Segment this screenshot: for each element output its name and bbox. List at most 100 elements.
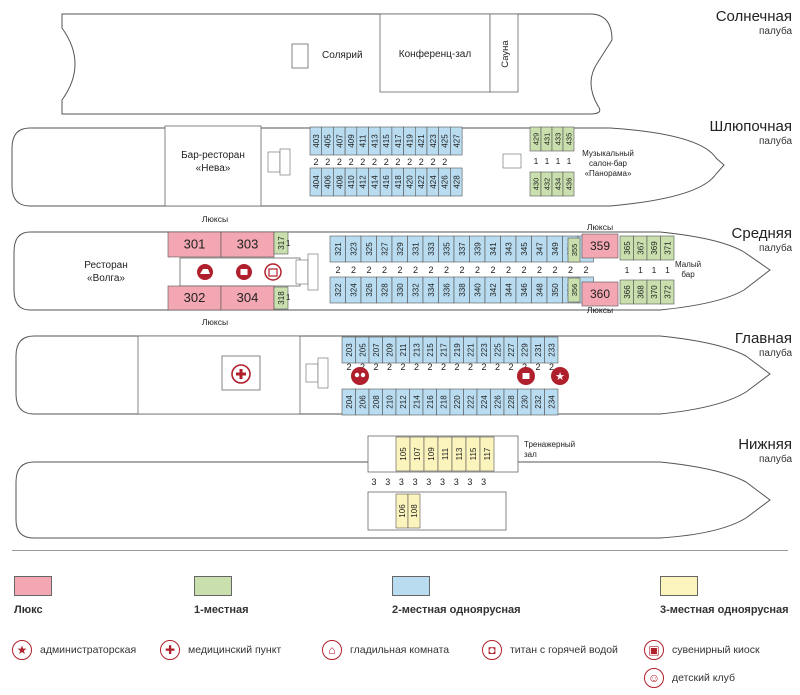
- berth-count: 1: [286, 293, 291, 302]
- cabin-number: 410: [347, 175, 356, 189]
- cabin-number: 432: [543, 178, 552, 191]
- cabin-number: 343: [504, 242, 513, 256]
- cabin-303[interactable]: [220, 231, 275, 258]
- berth-count: 3: [481, 477, 486, 487]
- cabin-234[interactable]: [544, 388, 559, 416]
- cabin-108[interactable]: [407, 493, 421, 529]
- cabin-number: 206: [358, 395, 367, 409]
- cabin-435[interactable]: [562, 126, 575, 152]
- cabin-number: 317: [277, 236, 286, 250]
- legend-two-label: 2-местная одноярусная: [392, 604, 521, 616]
- berth-count: 2: [397, 265, 402, 275]
- cabin-number: 225: [493, 343, 502, 357]
- deck-name-boat: Шлюпочная палуба: [709, 118, 792, 147]
- gym-line1: Тренажерный: [524, 440, 575, 449]
- lux-label-top-left: Люксы: [202, 214, 228, 224]
- cabin-436[interactable]: [562, 171, 575, 197]
- legend-swatch-one: [194, 576, 232, 596]
- cabin-number: 359: [590, 239, 610, 253]
- berth-count: 2: [413, 265, 418, 275]
- cabin-number: 368: [636, 285, 645, 299]
- berth-count: 3: [426, 477, 431, 487]
- cabin-number: 204: [345, 395, 354, 409]
- berth-count: 3: [371, 477, 376, 487]
- cabin-number: 232: [534, 395, 543, 409]
- cabin-number: 366: [623, 285, 632, 299]
- cabin-427[interactable]: [450, 126, 463, 156]
- berth-count: 2: [349, 157, 354, 167]
- legend-kids: ☺ детский клуб: [644, 668, 735, 688]
- cabin-428[interactable]: [450, 167, 463, 197]
- berth-count: 2: [325, 157, 330, 167]
- deck-name-middle: Средняя палуба: [731, 225, 792, 254]
- cabin-number: 415: [382, 134, 391, 148]
- cabin-302[interactable]: [167, 285, 222, 311]
- deck-name-lower: Нижняя палуба: [738, 436, 792, 465]
- cabin-117[interactable]: [479, 436, 495, 472]
- cabin-304[interactable]: [220, 285, 275, 311]
- berth-count: 1: [286, 239, 291, 248]
- cabin-number: 218: [439, 395, 448, 409]
- cabin-356[interactable]: [567, 277, 581, 303]
- cabin-number: 209: [385, 343, 394, 357]
- cabin-318[interactable]: [273, 286, 289, 310]
- cabin-number: 355: [570, 244, 579, 257]
- cabin-number: 337: [458, 242, 467, 256]
- berth-count: 2: [366, 265, 371, 275]
- cabin-number: 434: [554, 178, 563, 191]
- berth-count: 2: [522, 362, 527, 372]
- cabin-number: 367: [636, 241, 645, 255]
- cabin-number: 221: [466, 343, 475, 357]
- small-bar-line1: Малый: [675, 260, 701, 269]
- cabin-number: 348: [535, 283, 544, 297]
- cabin-number: 210: [385, 395, 394, 409]
- cabin-301[interactable]: [167, 231, 222, 258]
- berth-count: 1: [556, 156, 561, 166]
- cabin-359[interactable]: [581, 233, 619, 259]
- cabin-number: 326: [365, 283, 374, 297]
- lux-label-top-right: Люксы: [587, 222, 613, 232]
- medical-cross-icon: ✚: [160, 640, 180, 660]
- star-icon: ★: [12, 640, 32, 660]
- berth-count: 1: [625, 265, 630, 275]
- legend-one-label: 1-местная: [194, 604, 249, 616]
- cabin-number: 214: [412, 395, 421, 409]
- cabin-372[interactable]: [660, 279, 675, 305]
- cabin-number: 217: [439, 343, 448, 357]
- berth-count: 1: [652, 265, 657, 275]
- cabin-number: 323: [349, 242, 358, 256]
- cabin-number: 340: [473, 283, 482, 297]
- cabin-number: 427: [452, 134, 461, 148]
- cabin-number: 335: [442, 242, 451, 256]
- cabin-number: 303: [237, 237, 259, 252]
- cabin-number: 435: [565, 133, 574, 146]
- deck-plan: Солярий Конференц-зал Сауна Бар-ресторан…: [11, 13, 771, 539]
- berth-count: 2: [552, 265, 557, 275]
- cabin-233[interactable]: [544, 336, 559, 364]
- music-salon-line3: «Панорама»: [585, 169, 632, 178]
- cabin-number: 424: [429, 175, 438, 189]
- berth-count: 1: [638, 265, 643, 275]
- cabin-number: 230: [520, 395, 529, 409]
- cabin-number: 207: [372, 343, 381, 357]
- cabin-371[interactable]: [660, 235, 675, 261]
- cabin-number: 420: [405, 175, 414, 189]
- cabin-number: 419: [405, 134, 414, 148]
- berth-count: 2: [384, 157, 389, 167]
- berth-count: 2: [568, 265, 573, 275]
- cabin-number: 220: [453, 395, 462, 409]
- cabin-number: 341: [489, 242, 498, 256]
- cabin-number: 336: [442, 283, 451, 297]
- berth-count: 2: [419, 157, 424, 167]
- berth-count: 2: [508, 362, 513, 372]
- cabin-number: 304: [237, 290, 259, 305]
- cabin-number: 219: [453, 343, 462, 357]
- cabin-317[interactable]: [273, 231, 289, 255]
- cabin-355[interactable]: [567, 237, 581, 263]
- cabin-number: 371: [663, 241, 672, 255]
- berth-count: 1: [567, 156, 572, 166]
- cabin-360[interactable]: [581, 281, 619, 307]
- berth-count: 2: [373, 362, 378, 372]
